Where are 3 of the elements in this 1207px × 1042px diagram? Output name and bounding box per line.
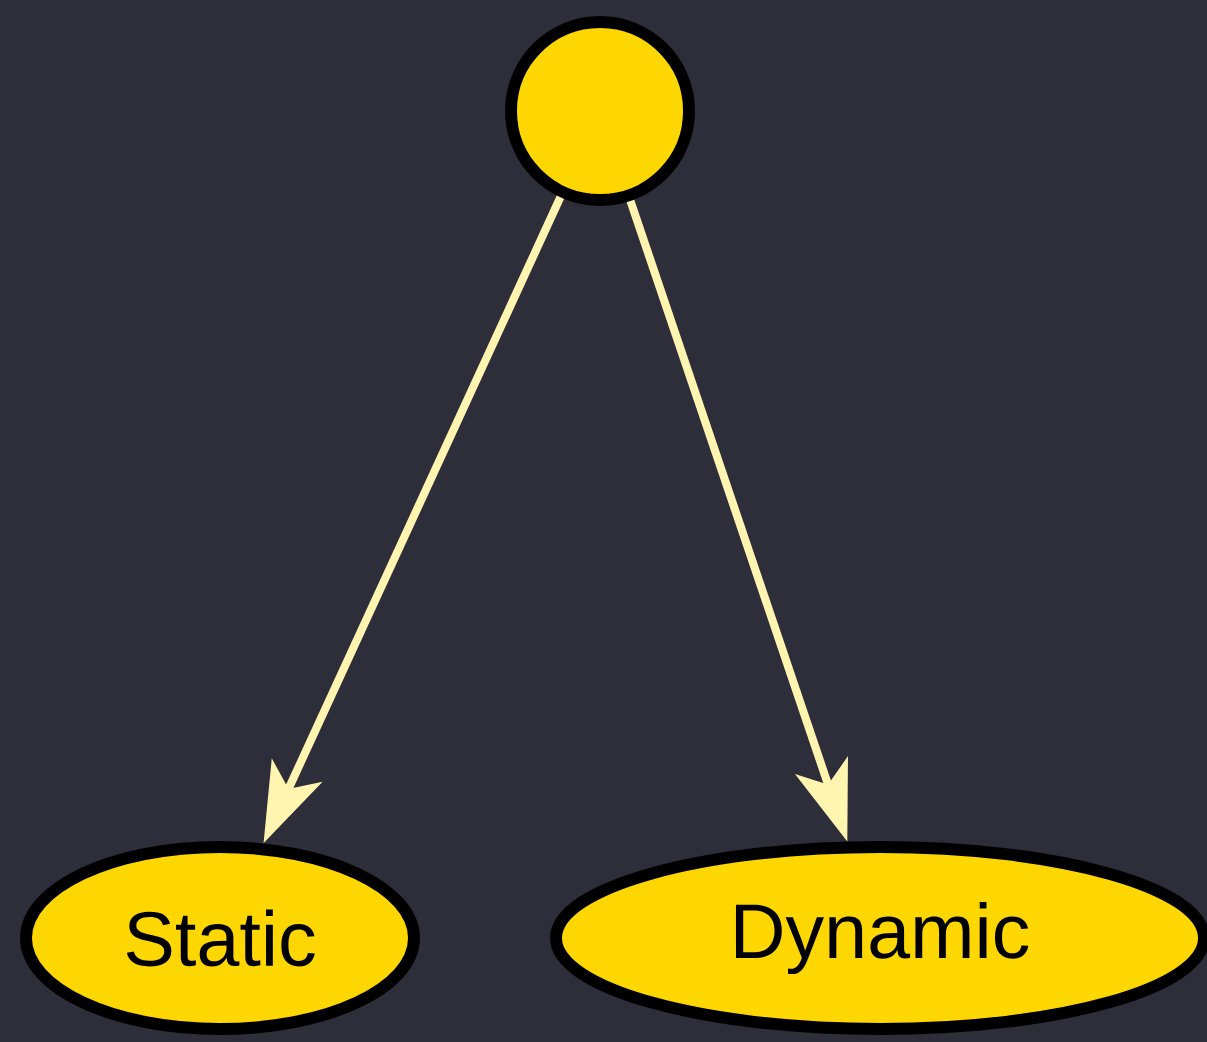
ellipse-node: Static <box>20 841 420 1035</box>
circle-node <box>505 16 695 206</box>
ellipse-node: Dynamic <box>550 841 1207 1035</box>
